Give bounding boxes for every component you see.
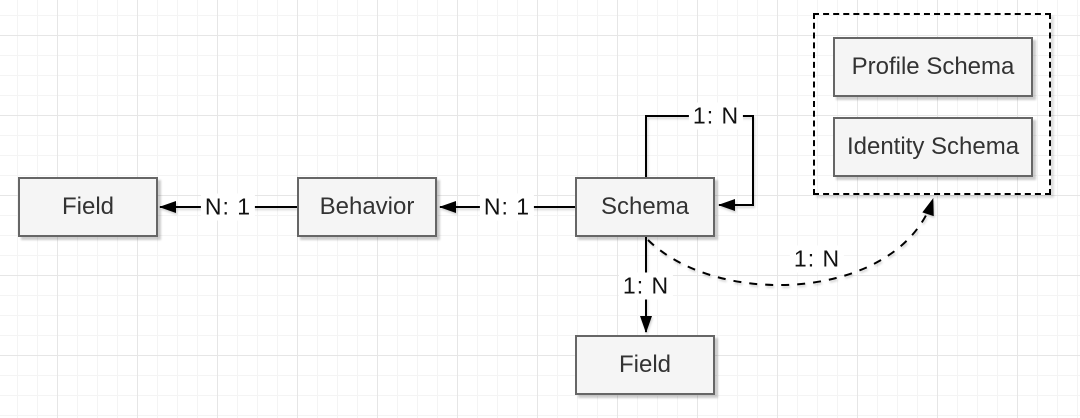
edge-schema-self-loop xyxy=(645,115,754,211)
node-behavior: Behavior xyxy=(297,177,437,237)
edge-label-schema-to-behavior: N: 1 xyxy=(479,193,535,221)
edge-label-schema-to-group: 1: N xyxy=(789,245,845,273)
node-identity-schema: Identity Schema xyxy=(833,117,1033,177)
node-field-left: Field xyxy=(18,177,158,237)
node-schema: Schema xyxy=(575,177,715,237)
node-profile-schema: Profile Schema xyxy=(833,37,1033,97)
edge-schema-to-group-dashed xyxy=(647,198,934,286)
edge-label-schema-self-loop: 1: N xyxy=(688,102,744,130)
edge-label-behavior-to-field: N: 1 xyxy=(200,193,256,221)
node-field-bottom: Field xyxy=(575,335,715,395)
edge-label-schema-to-field: 1: N xyxy=(618,272,674,300)
schema-group-container xyxy=(813,13,1051,195)
